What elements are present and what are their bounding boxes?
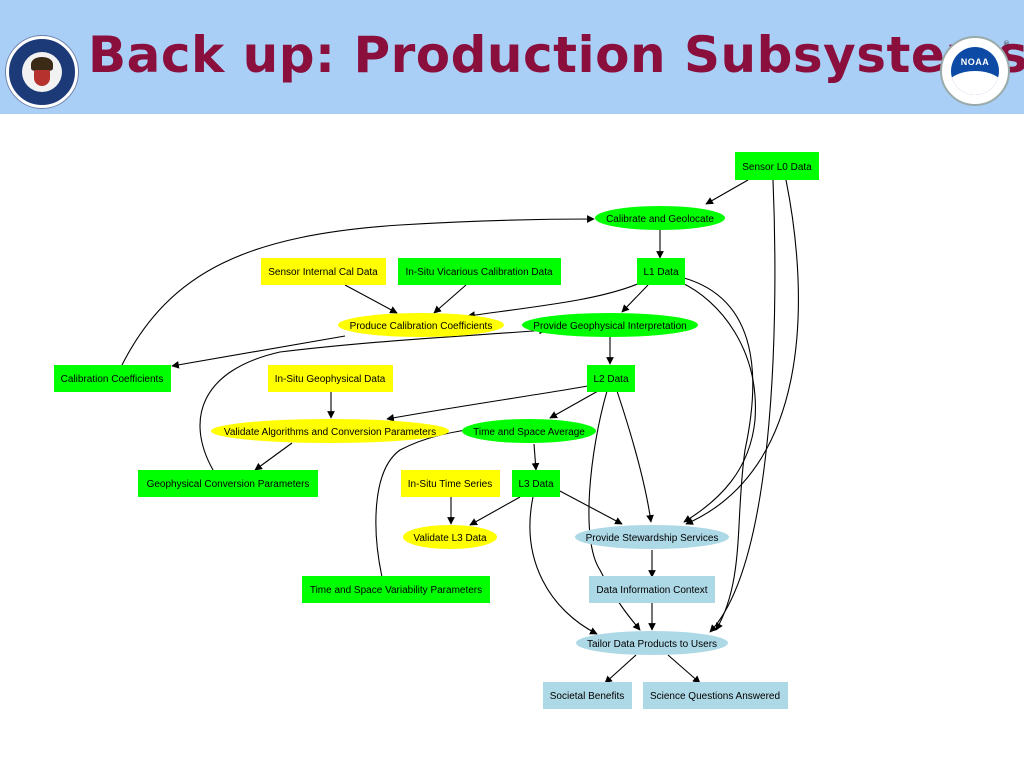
node-calibrate-geolocate: Calibrate and Geolocate — [595, 206, 725, 230]
slide-header: Back up: Production Subsystems NOAA ® — [0, 0, 1024, 114]
edge-l1-to-tailor — [683, 277, 754, 631]
node-label: Sensor L0 Data — [742, 162, 812, 173]
node-l3-data: L3 Data — [512, 470, 560, 497]
slide-title: Back up: Production Subsystems — [88, 26, 1024, 84]
edge-sensor-internal-to-produce — [344, 284, 398, 314]
node-provide-stewardship: Provide Stewardship Services — [575, 525, 729, 549]
node-societal-benefits: Societal Benefits — [543, 682, 632, 709]
edge-validate-to-geoconv — [254, 442, 293, 471]
shield-icon — [34, 70, 50, 86]
node-label: Tailor Data Products to Users — [587, 639, 717, 650]
edge-l2-to-tailor — [588, 390, 641, 631]
node-label: Provide Geophysical Interpretation — [533, 321, 686, 332]
node-data-information-context: Data Information Context — [589, 576, 715, 603]
noaa-logo-icon: NOAA ® — [940, 36, 1010, 106]
node-geophysical-conversion: Geophysical Conversion Parameters — [138, 470, 318, 497]
node-label: Validate Algorithms and Conversion Param… — [224, 427, 436, 438]
node-calibration-coefficients: Calibration Coefficients — [54, 365, 171, 392]
edge-tailor-to-science — [667, 654, 701, 684]
node-in-situ-vicarious: In-Situ Vicarious Calibration Data — [398, 258, 561, 285]
node-label: Calibrate and Geolocate — [606, 214, 714, 225]
edge-l3-to-stewardship — [557, 489, 623, 525]
edge-l3-to-tailor — [529, 496, 598, 635]
commerce-seal-icon — [6, 36, 78, 108]
node-label: Provide Stewardship Services — [586, 533, 719, 544]
node-label: Data Information Context — [596, 585, 707, 596]
edge-l1-to-geophysical — [621, 284, 649, 313]
edge-tailor-to-societal — [604, 654, 637, 684]
edge-tsvar-to-tsavg — [375, 425, 481, 578]
node-in-situ-geophysical: In-Situ Geophysical Data — [268, 365, 393, 392]
edge-geoconv-to-geophysical — [199, 326, 547, 471]
node-sensor-l0: Sensor L0 Data — [735, 152, 819, 180]
node-produce-cal-coeff: Produce Calibration Coefficients — [338, 313, 504, 337]
eagle-icon — [31, 57, 53, 71]
node-l1-data: L1 Data — [637, 258, 685, 285]
node-label: Validate L3 Data — [413, 533, 487, 544]
node-label: In-Situ Geophysical Data — [275, 374, 386, 385]
edge-l1-to-stewardship — [679, 281, 756, 523]
edge-sensor-l0-to-stewardship — [685, 179, 799, 525]
wave-icon — [951, 71, 999, 95]
noaa-brand: NOAA — [960, 57, 990, 67]
node-science-questions: Science Questions Answered — [643, 682, 788, 709]
node-validate-l3: Validate L3 Data — [403, 525, 497, 549]
edge-l3-to-validate-l3 — [469, 496, 521, 526]
edge-sensor-l0-to-calibrate — [705, 179, 749, 205]
node-label: Calibration Coefficients — [61, 374, 164, 385]
node-provide-geophysical: Provide Geophysical Interpretation — [522, 313, 698, 337]
node-time-space-average: Time and Space Average — [462, 419, 596, 443]
node-time-space-variability: Time and Space Variability Parameters — [302, 576, 490, 603]
node-in-situ-time-series: In-Situ Time Series — [401, 470, 500, 497]
edge-produce-to-calcoeff — [171, 335, 346, 369]
node-validate-algorithms: Validate Algorithms and Conversion Param… — [211, 419, 449, 443]
node-label: Geophysical Conversion Parameters — [147, 479, 310, 490]
node-label: In-Situ Vicarious Calibration Data — [405, 267, 553, 278]
node-label: L3 Data — [518, 479, 553, 490]
node-tailor-data-products: Tailor Data Products to Users — [576, 631, 728, 655]
node-label: Science Questions Answered — [650, 691, 780, 702]
production-subsystems-diagram: Sensor L0 Data Calibrate and Geolocate S… — [54, 152, 819, 709]
diagram-edges — [121, 179, 799, 684]
edge-calcoeff-to-calibrate — [121, 215, 595, 366]
node-l2-data: L2 Data — [587, 365, 635, 392]
node-sensor-internal-cal: Sensor Internal Cal Data — [261, 258, 386, 285]
node-label: Societal Benefits — [550, 691, 625, 702]
node-label: Time and Space Average — [473, 427, 585, 438]
edge-tsavg-to-l3 — [531, 443, 540, 471]
registered-mark: ® — [1003, 40, 1010, 48]
node-label: In-Situ Time Series — [408, 479, 492, 490]
edge-l1-to-produce — [467, 282, 641, 319]
edge-l2-to-validate — [386, 385, 589, 422]
noaa-logo-inner: NOAA — [951, 47, 999, 95]
node-label: Sensor Internal Cal Data — [268, 267, 378, 278]
node-label: L2 Data — [593, 374, 628, 385]
edge-sensor-l0-to-tailor — [709, 179, 776, 633]
edge-vicarious-to-produce — [433, 284, 467, 314]
node-label: L1 Data — [643, 267, 678, 278]
node-label: Time and Space Variability Parameters — [310, 585, 482, 596]
node-label: Produce Calibration Coefficients — [350, 321, 493, 332]
edge-l2-to-stewardship — [616, 390, 654, 523]
edge-l2-to-tsavg — [549, 390, 599, 419]
